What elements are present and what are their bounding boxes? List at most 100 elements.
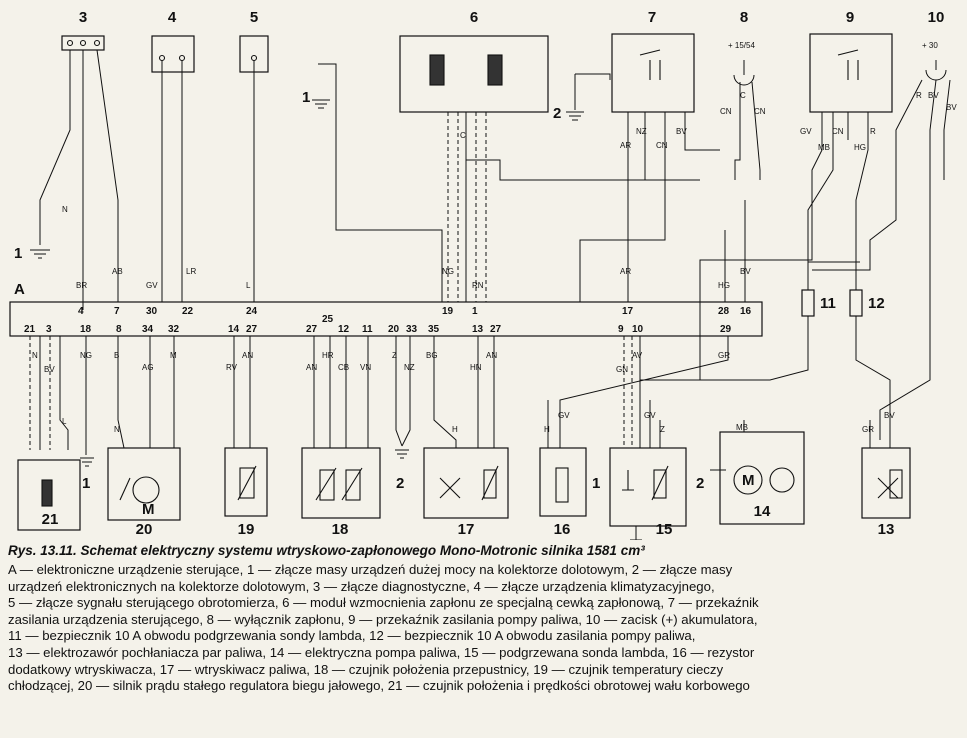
label-fuse-11: 11 (820, 295, 836, 312)
ecu-bottom-pin: 27 (490, 324, 502, 335)
label-component-18: 18 (332, 521, 349, 538)
wire-ar17: AR (620, 267, 631, 276)
ecu-top-pin: 1 (472, 306, 478, 317)
ecu-top-pin: 30 (146, 306, 158, 317)
component-14-fuel-pump (719, 431, 805, 525)
ecu-bottom-pin: 27 (246, 324, 258, 335)
wire-mb9: MB (818, 143, 830, 152)
component-15-lambda-probe (609, 447, 687, 527)
label-component-6: 6 (470, 9, 478, 26)
ecu-bottom-pin: 11 (362, 324, 373, 335)
wire-gv16: GV (558, 411, 570, 420)
legend-line: 11 — bezpiecznik 10 A obwodu podgrzewani… (8, 628, 696, 644)
caption-legend: A — elektroniczne urządzenie sterujące, … (8, 562, 958, 695)
wire-rn: RN (472, 281, 484, 290)
label-component-17: 17 (458, 521, 475, 538)
ecu-bottom-pin: 13 (472, 324, 484, 335)
component-9-relay (809, 33, 893, 113)
ecu-top-pin: 16 (740, 306, 752, 317)
wire-r9: R (870, 127, 876, 136)
wire-l21: L (62, 417, 67, 426)
label-ground-1-left: 1 (14, 245, 22, 262)
legend-line: 13 — elektrozawór pochłaniacza par paliw… (8, 644, 755, 660)
ecu-bottom-pin: 14 (228, 324, 240, 335)
label-component-7: 7 (648, 9, 656, 26)
label-component-5: 5 (250, 9, 258, 26)
legend-line: A — elektroniczne urządzenie sterujące, … (8, 562, 733, 577)
wire-gr13: GR (862, 425, 874, 434)
label-component-16: 16 (554, 521, 571, 538)
ecu-bottom-pin: 10 (632, 324, 644, 335)
ecu-bottom-pin: 18 (80, 324, 92, 335)
fuse-11 (801, 289, 815, 317)
label-component-13: 13 (878, 521, 895, 538)
ecu-bottom-pin: 34 (142, 324, 154, 335)
wire-cn9: CN (832, 127, 844, 136)
label-component-15: 15 (656, 521, 673, 538)
wire-gr29: GR (718, 351, 730, 360)
legend-line: dodatkowy wtryskiwacza, 17 — wtryskiwacz… (8, 661, 724, 677)
wire-an27a: AN (242, 351, 253, 360)
wire-c6: C (460, 131, 466, 140)
ecu-bottom-pin: 27 (306, 324, 318, 335)
wire-cn7: CN (656, 141, 668, 150)
wire-ar7: AR (620, 141, 631, 150)
wire-bv16: BV (740, 267, 751, 276)
wire-hn13: HN (470, 363, 482, 372)
wire-ag34: AG (142, 363, 154, 372)
ecu-bottom-pin: 8 (116, 324, 122, 335)
wire-z15: Z (660, 425, 665, 434)
terminal-8-label: + 15/54 (728, 41, 755, 50)
component-17-injector (423, 447, 509, 519)
label-component-21: 21 (42, 511, 59, 528)
wire-n21: N (32, 351, 38, 360)
wire-hg28: HG (718, 281, 730, 290)
wire-hg9: HG (854, 143, 866, 152)
wire-av10: AV (632, 351, 643, 360)
wire-bg35: BG (426, 351, 438, 360)
label-component-19: 19 (238, 521, 255, 538)
ecu-bottom-pin: 3 (46, 324, 52, 335)
wire-bv7: BV (676, 127, 687, 136)
wire-ng: NG (442, 267, 454, 276)
component-3-connector (61, 35, 105, 51)
wire-nz33: NZ (404, 363, 415, 372)
icon-pump-m: M (742, 472, 755, 489)
wire-l: L (246, 281, 251, 290)
figure-caption: Rys. 13.11. Schemat elektryczny systemu … (8, 543, 958, 695)
wires (29, 49, 951, 540)
legend-line: zasilania urządzenia sterującego, 8 — wy… (8, 611, 758, 627)
label-ground-1-bottom-left: 1 (82, 475, 90, 492)
wire-lr: LR (186, 267, 196, 276)
ecu-top-pin: 17 (622, 306, 634, 317)
component-18-throttle-sensor (301, 447, 381, 519)
wire-mb14: MB (736, 423, 748, 432)
label-ground-2-bottom: 2 (396, 475, 404, 492)
ecu-top-pin: 4 (78, 306, 84, 317)
ecu-top-pin: 28 (718, 306, 730, 317)
label-ground-2-top: 2 (553, 105, 561, 122)
wire-gv9: GV (800, 127, 812, 136)
ecu-bottom-pin: 12 (338, 324, 350, 335)
fuse-12 (849, 289, 863, 317)
label-ground-1-bottom-right: 1 (592, 475, 600, 492)
ecu-bottom-pin: 25 (322, 314, 334, 325)
component-21-sensor (17, 459, 81, 531)
label-component-3: 3 (79, 9, 87, 26)
ecu-top-pin: 19 (442, 306, 454, 317)
ecu-bottom-pin: 29 (720, 324, 732, 335)
wire-cn8a: CN (720, 107, 732, 116)
ecu-top-pin: 22 (182, 306, 194, 317)
wire-n3: N (62, 205, 68, 214)
ecu-bottom-pin: 21 (24, 324, 36, 335)
component-4-connector (151, 35, 195, 73)
wire-c8: C (740, 91, 746, 100)
label-component-4: 4 (168, 9, 177, 26)
wire-z20: Z (392, 351, 397, 360)
wire-an27b: AN (306, 363, 317, 372)
component-6-ignition-module (399, 35, 549, 113)
icon-motor-m: M (142, 501, 155, 518)
label-component-8: 8 (740, 9, 748, 26)
wire-cb12: CB (338, 363, 349, 372)
legend-line: 5 — złącze sygnału sterującego obrotomie… (8, 595, 759, 611)
